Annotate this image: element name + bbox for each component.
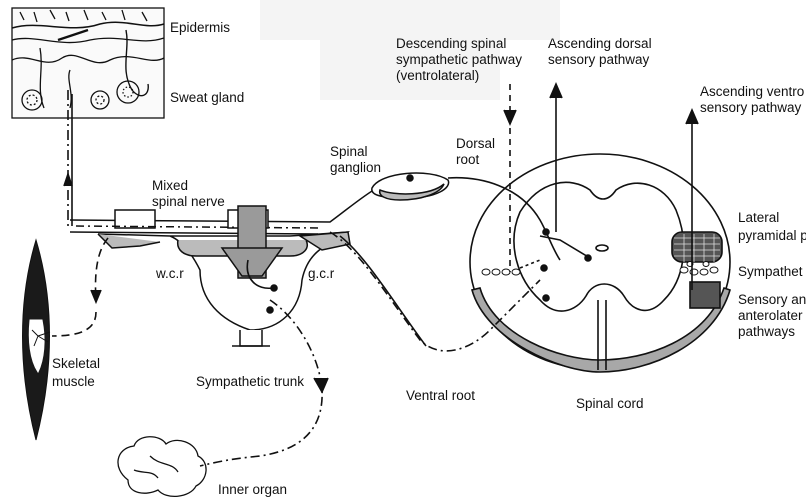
label-mixed-nerve-1: Mixed [152, 178, 188, 193]
skin-epidermis-illustration [12, 8, 164, 118]
label-sweat-gland: Sweat gland [170, 90, 244, 105]
label-sympathetic-partial: Sympathet [738, 264, 803, 279]
label-epidermis: Epidermis [170, 20, 230, 35]
label-descending-line1: Descending spinal [396, 36, 506, 51]
label-ascending-dorsal-1: Ascending dorsal [548, 36, 652, 51]
label-dorsal-root-1: Dorsal [456, 136, 495, 151]
skeletal-muscle-illustration [23, 240, 51, 440]
label-inner-organ: Inner organ [218, 482, 287, 497]
label-skeletal-1: Skeletal [52, 356, 100, 371]
label-ventral-root: Ventral root [406, 388, 475, 403]
label-gcr: g.c.r [308, 266, 335, 281]
spinal-cord [470, 154, 730, 372]
label-sensory-3: pathways [738, 324, 795, 339]
spinal-ganglion [372, 173, 449, 200]
label-ascending-dorsal-2: sensory pathway [548, 52, 650, 67]
label-sympathetic-trunk: Sympathetic trunk [196, 374, 304, 389]
background-tint [260, 0, 560, 40]
label-ascending-ventral-1: Ascending ventro [700, 84, 804, 99]
label-spinal-ganglion-1: Spinal [330, 144, 368, 159]
label-sensory-2: anterolater [738, 308, 803, 323]
label-descending-line3: (ventrolateral) [396, 68, 479, 83]
label-dorsal-root-2: root [456, 152, 480, 167]
label-descending-line2: sympathetic pathway [396, 52, 522, 67]
label-spinal-ganglion-2: ganglion [330, 160, 381, 175]
label-ascending-ventral-2: sensory pathway [700, 100, 802, 115]
label-lateral-pyramidal-2: pyramidal p [738, 228, 806, 243]
label-spinal-cord: Spinal cord [576, 396, 644, 411]
label-mixed-nerve-2: spinal nerve [152, 194, 225, 209]
inner-organ-illustration [118, 437, 206, 497]
label-skeletal-2: muscle [52, 374, 95, 389]
label-lateral-pyramidal-1: Lateral [738, 210, 779, 225]
label-sensory-1: Sensory an [738, 292, 806, 307]
label-wcr: w.c.r [155, 266, 184, 281]
